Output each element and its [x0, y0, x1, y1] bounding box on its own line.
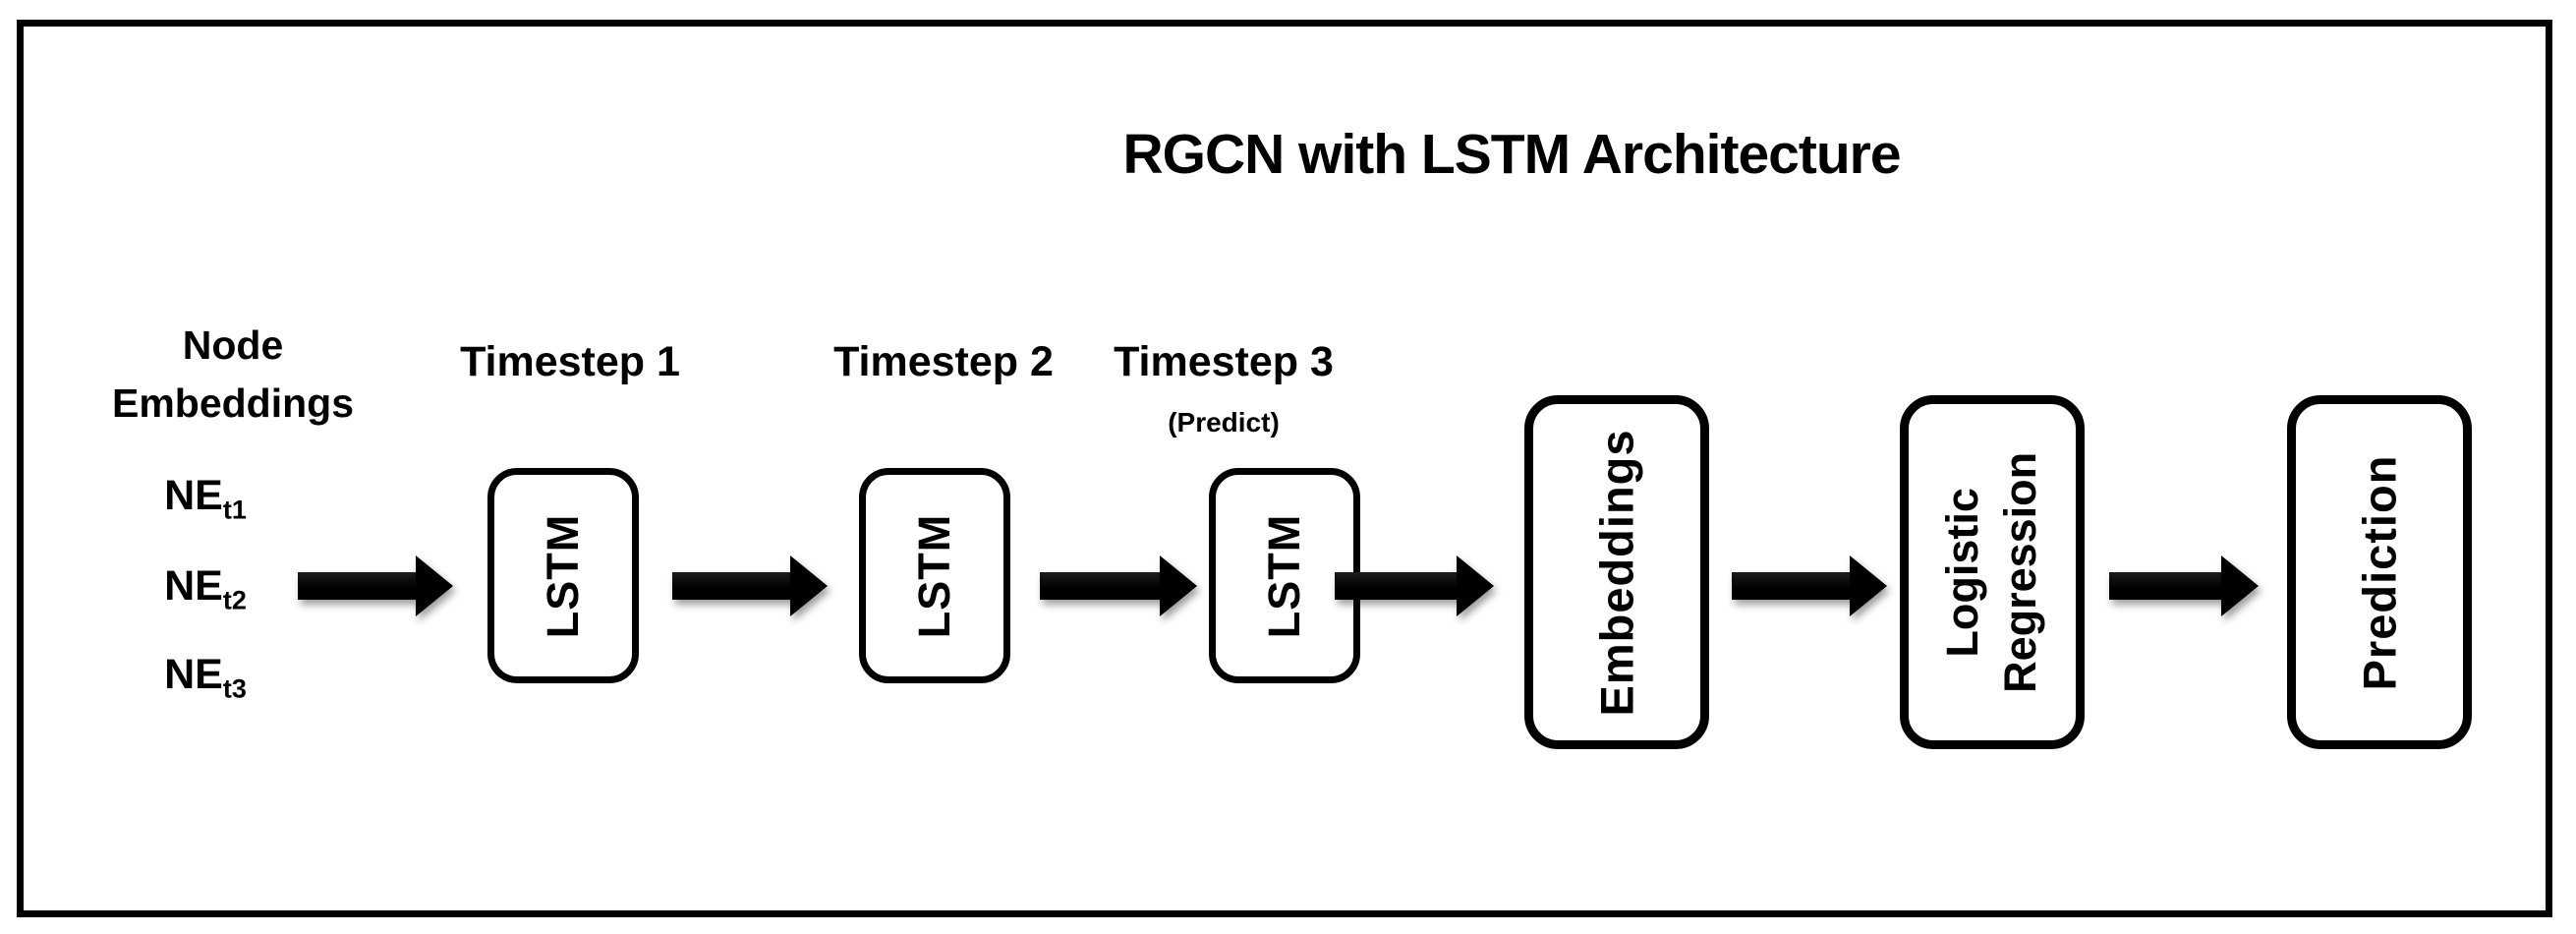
- arrow-head-icon: [1160, 555, 1197, 616]
- arrow-shaft: [672, 572, 792, 600]
- arrow-head-icon: [1850, 555, 1887, 616]
- timestep-3-label: Timestep 3: [1114, 338, 1334, 385]
- arrow-shaft: [2109, 572, 2223, 600]
- timestep-1-label: Timestep 1: [460, 338, 680, 385]
- arrow-head-icon: [416, 555, 453, 616]
- flow-arrow-2: [672, 555, 828, 616]
- arrow-shaft: [1335, 572, 1459, 600]
- flow-arrow-6: [2109, 555, 2259, 616]
- ne-subscript: t1: [222, 495, 247, 525]
- node-embeddings-heading: Node Embeddings: [111, 322, 355, 427]
- predict-sublabel: (Predict): [1168, 407, 1280, 438]
- ne-base: NE: [164, 472, 223, 519]
- logistic-regression-box: Logistic Regression: [1900, 395, 2085, 749]
- flow-arrow-4: [1335, 555, 1494, 616]
- lstm-box-label: LSTM: [1258, 513, 1309, 638]
- ne-subscript: t2: [222, 585, 247, 615]
- logistic-regression-box-label: Logistic Regression: [1937, 451, 2047, 693]
- ne-subscript: t3: [222, 673, 247, 704]
- lstm-box-label: LSTM: [537, 513, 588, 638]
- node-embedding-label-t2: NEt2: [102, 562, 309, 616]
- lstm-box-timestep-2: LSTM: [859, 468, 1010, 683]
- prediction-box-label: Prediction: [2353, 454, 2406, 690]
- arrow-head-icon: [790, 555, 828, 616]
- prediction-box: Prediction: [2287, 395, 2472, 749]
- arrow-head-icon: [1457, 555, 1494, 616]
- arrow-shaft: [1732, 572, 1852, 600]
- embeddings-box-label: Embeddings: [1590, 428, 1643, 717]
- lstm-box-label: LSTM: [908, 513, 959, 638]
- flow-arrow-1: [298, 555, 453, 616]
- lstm-box-timestep-1: LSTM: [487, 468, 639, 683]
- diagram-title: RGCN with LSTM Architecture: [1122, 123, 1901, 186]
- arrow-shaft: [1040, 572, 1162, 600]
- flow-arrow-5: [1732, 555, 1887, 616]
- ne-base: NE: [164, 651, 223, 698]
- arrow-head-icon: [2221, 555, 2259, 616]
- embeddings-box: Embeddings: [1524, 395, 1709, 749]
- node-embedding-label-t3: NEt3: [102, 651, 309, 705]
- node-embedding-label-t1: NEt1: [102, 472, 309, 526]
- timestep-2-label: Timestep 2: [833, 338, 1054, 385]
- ne-base: NE: [164, 562, 223, 610]
- arrow-shaft: [298, 572, 418, 600]
- flow-arrow-3: [1040, 555, 1197, 616]
